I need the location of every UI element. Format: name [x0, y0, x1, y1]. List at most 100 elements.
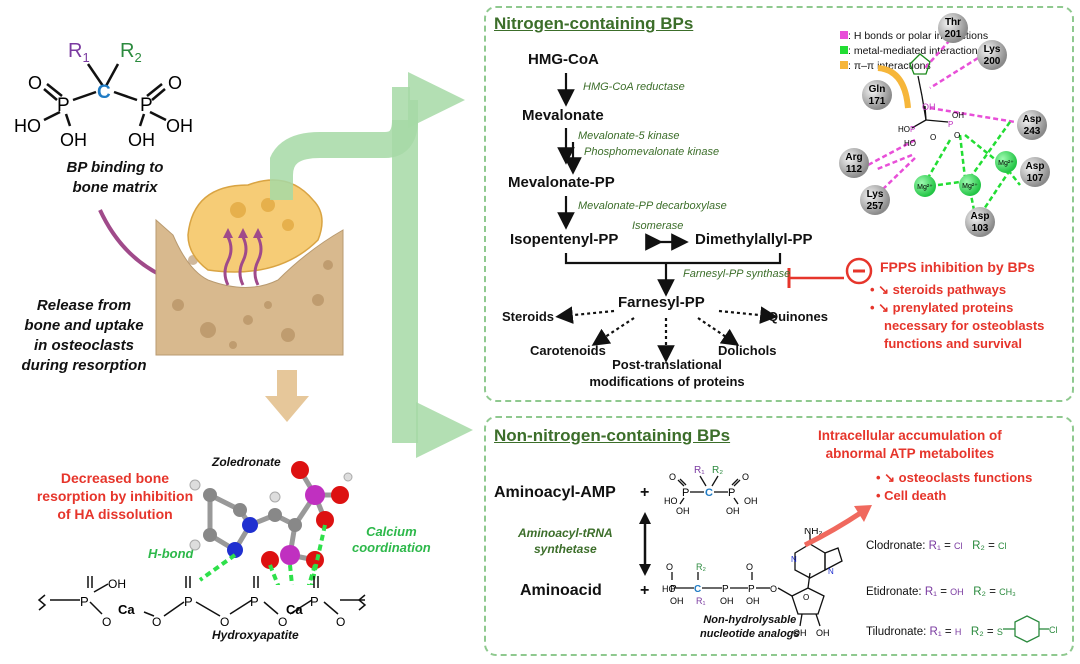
nitrogen-bps-panel	[484, 6, 1074, 402]
svg-text:O: O	[669, 472, 676, 482]
svg-text:OH: OH	[952, 111, 964, 120]
mevalonate-5-kinase: Mevalonate-5 kinase	[578, 130, 680, 142]
svg-text:R₂: R₂	[712, 465, 723, 476]
steroids: Steroids	[502, 309, 555, 324]
svg-text:O: O	[666, 562, 673, 572]
svg-text:O: O	[102, 615, 111, 629]
svg-text:OH: OH	[108, 577, 126, 591]
green-swatch	[840, 46, 848, 54]
svg-text:Lys: Lys	[984, 44, 1001, 55]
fpps-inhibition-list: • ↘ steroids pathways • ↘ prenylated pro…	[870, 282, 1045, 351]
svg-text:R₁: R₁	[696, 596, 706, 606]
svg-text:257: 257	[867, 201, 884, 212]
svg-text:OH: OH	[746, 596, 760, 606]
oh-right: OH	[166, 116, 193, 136]
reversible-arrow	[639, 512, 651, 576]
etidronate-row: Etidronate: R₁ = OH R₂ = CH₃	[866, 586, 1016, 598]
svg-text:O: O	[803, 593, 809, 602]
svg-text:OH: OH	[726, 506, 740, 516]
svg-text:O: O	[336, 615, 345, 629]
svg-text:O: O	[746, 562, 753, 572]
aminoacid: Aminoacid	[520, 582, 602, 599]
svg-text:107: 107	[1027, 173, 1044, 184]
svg-text:O: O	[278, 615, 287, 629]
svg-text:O: O	[930, 133, 936, 142]
mevalonate: Mevalonate	[522, 107, 604, 124]
svg-text:HO: HO	[664, 496, 678, 506]
hmg-coa-reductase: HMG-CoA reductase	[583, 81, 685, 93]
mevalonate-pp: Mevalonate-PP	[508, 174, 615, 191]
svg-text:P: P	[184, 594, 193, 609]
carotenoids: Carotenoids	[530, 343, 606, 358]
svg-text:Mg²⁺: Mg²⁺	[917, 184, 933, 191]
svg-text:Mg²⁺: Mg²⁺	[998, 160, 1014, 167]
dimethylallyl-pp: Dimethylallyl-PP	[695, 231, 813, 248]
svg-text:103: 103	[972, 223, 989, 234]
chlorophenyl-ring: Cl	[1003, 615, 1058, 643]
svg-text:OH: OH	[922, 102, 936, 112]
isomerase: Isomerase	[632, 220, 684, 232]
phosphomevalonate-kinase: Phosphomevalonate kinase	[584, 146, 720, 158]
hydroxyapatite-chain: P OH O Ca O P O Ca P O O P	[37, 576, 367, 629]
non-nitrogen-bps-panel	[484, 416, 1074, 656]
green-arrows	[270, 72, 473, 458]
svg-text:HO: HO	[904, 139, 916, 148]
tan-down-arrow	[265, 370, 309, 422]
svg-text:Thr: Thr	[945, 17, 961, 28]
plus-top: +	[640, 484, 650, 501]
svg-text:Cl: Cl	[1049, 625, 1058, 635]
svg-text:O: O	[220, 615, 229, 629]
hbond-label: H-bond	[148, 546, 194, 561]
orange-swatch	[840, 61, 848, 69]
svg-text:Asp: Asp	[1026, 161, 1045, 172]
svg-text:Lys: Lys	[867, 189, 884, 200]
phosphorus-left: P	[57, 95, 70, 116]
isopentenyl-pp: Isopentenyl-PP	[510, 231, 619, 248]
dolichols: Dolichols	[718, 343, 777, 358]
svg-text:OH: OH	[676, 506, 690, 516]
farnesyl-pp-synthase: Farnesyl-PP synthase	[683, 268, 791, 280]
bp-structure: R1 R2 C P P O O HO OH OH OH	[14, 40, 193, 150]
svg-text:C: C	[694, 584, 701, 595]
svg-text:P: P	[748, 584, 755, 595]
svg-text:P: P	[80, 594, 89, 609]
svg-text:OH: OH	[793, 628, 807, 638]
svg-text:P: P	[910, 125, 915, 134]
aminoacyl-amp: Aminoacyl-AMP	[494, 484, 616, 501]
svg-text:HO: HO	[662, 584, 676, 594]
svg-text:P: P	[948, 120, 953, 129]
svg-text:P: P	[722, 584, 729, 595]
svg-text:P: P	[728, 487, 735, 499]
nitrogen-bps-title: Nitrogen-containing BPs	[494, 14, 694, 33]
ho-left: HO	[14, 116, 41, 136]
clodronate-row: Clodronate: R₁ = Cl R₂ = Cl	[866, 540, 1007, 552]
svg-text:HO: HO	[898, 125, 910, 134]
svg-text:R₂: R₂	[696, 562, 706, 572]
quinones: Quinones	[768, 309, 828, 324]
svg-text:N: N	[828, 567, 834, 576]
oxygen-left: O	[28, 73, 42, 93]
oh-bottom-right: OH	[128, 130, 155, 150]
svg-text:R₁: R₁	[694, 465, 705, 476]
svg-text:200: 200	[984, 56, 1001, 67]
svg-text:O: O	[742, 472, 749, 482]
svg-text:Asp: Asp	[1023, 114, 1042, 125]
svg-text:P: P	[682, 487, 689, 499]
svg-text:Mg²⁺: Mg²⁺	[962, 183, 978, 190]
pink-swatch	[840, 31, 848, 39]
red-arrow-accumulation	[803, 505, 872, 548]
svg-text:C: C	[705, 487, 713, 499]
svg-text:243: 243	[1024, 126, 1041, 137]
svg-text:OH: OH	[670, 596, 684, 606]
r2-label: R2	[120, 40, 142, 65]
svg-text:N: N	[791, 555, 797, 564]
zoledronate-model	[189, 461, 353, 585]
